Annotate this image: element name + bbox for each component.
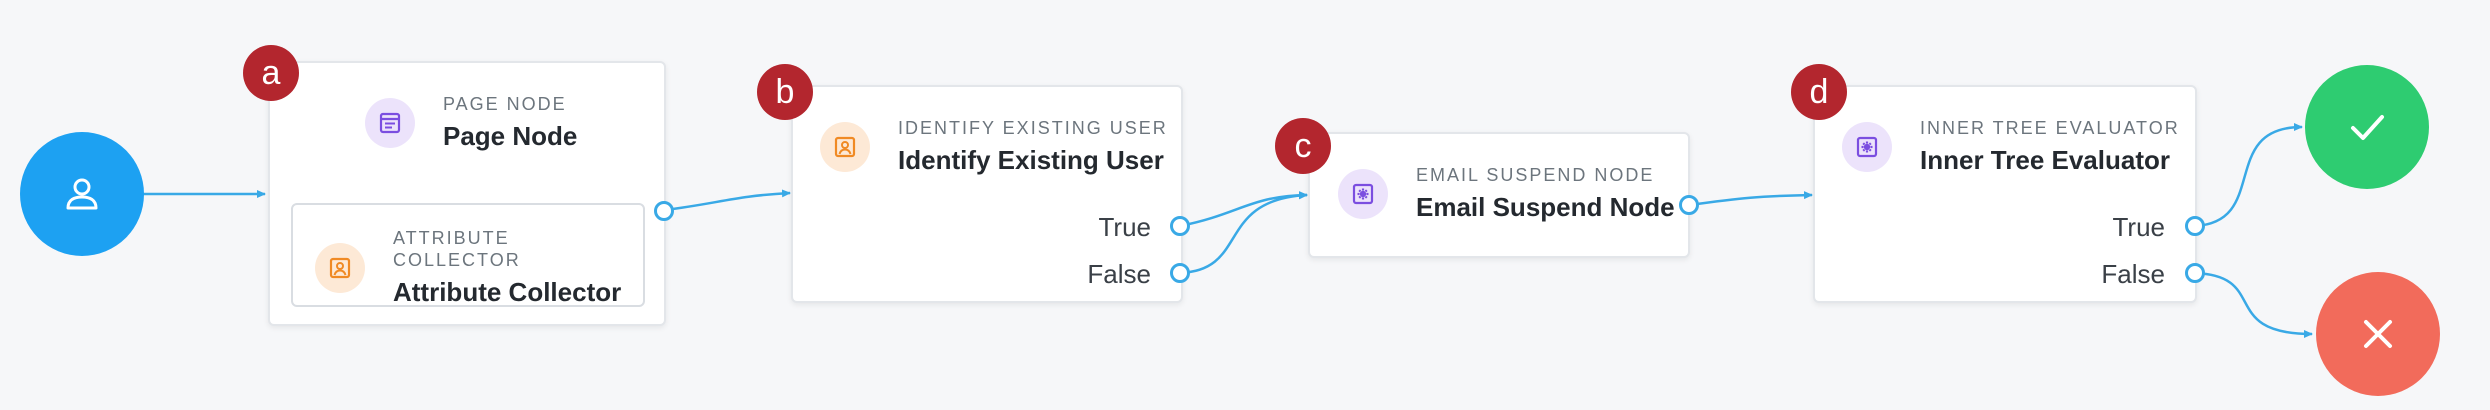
node-name: Attribute Collector (393, 277, 622, 307)
success-node[interactable] (2305, 65, 2429, 189)
node-type-label: ATTRIBUTE COLLECTOR (393, 228, 521, 270)
inner-tree-false-port[interactable] (2185, 263, 2205, 283)
node-name: Inner Tree Evaluator (1920, 145, 2170, 175)
user-icon (66, 178, 98, 210)
badge-b: b (757, 64, 813, 120)
start-node[interactable] (20, 132, 144, 256)
badge-d: d (1791, 64, 1847, 120)
inner-tree-true-port[interactable] (2185, 216, 2205, 236)
failure-node[interactable] (2316, 272, 2440, 396)
checkmark-icon (2351, 115, 2384, 140)
outcome-false-label: False (1087, 259, 1151, 289)
inner-tree-evaluator-node[interactable]: INNER TREE EVALUATOR Inner Tree Evaluato… (1813, 85, 2197, 303)
page-node[interactable]: PAGE NODE Page Node ATTRIBUTE COLLECTOR … (268, 61, 666, 326)
contact-card-icon (820, 122, 870, 172)
email-suspend-node[interactable]: EMAIL SUSPEND NODE Email Suspend Node (1308, 132, 1690, 258)
node-type-label: PAGE NODE (443, 94, 567, 114)
wire-inner-true-to-success (2194, 123, 2303, 228)
outcome-true-label: True (2112, 212, 2166, 242)
node-name: Identify Existing User (898, 145, 1164, 175)
badge-c: c (1275, 118, 1331, 174)
node-type-label: INNER TREE EVALUATOR (1920, 118, 2180, 138)
wire-email-to-inner (1689, 191, 1813, 207)
badge-a: a (243, 45, 299, 101)
wire-identify-false-to-email (1179, 191, 1308, 275)
outcome-true-label: True (1098, 212, 1152, 242)
node-name: Email Suspend Node (1416, 192, 1675, 222)
identify-existing-user-node[interactable]: IDENTIFY EXISTING USER Identify Existing… (791, 85, 1183, 303)
attribute-collector-card[interactable]: ATTRIBUTE COLLECTOR Attribute Collector (291, 203, 645, 307)
x-icon (2364, 320, 2392, 348)
identify-false-port[interactable] (1170, 263, 1190, 283)
node-type-label: IDENTIFY EXISTING USER (898, 118, 1168, 138)
page-node-output-port[interactable] (654, 201, 674, 221)
node-type-label: EMAIL SUSPEND NODE (1416, 165, 1655, 185)
gear-icon (1338, 169, 1388, 219)
gear-icon (1842, 122, 1892, 172)
identify-true-port[interactable] (1170, 216, 1190, 236)
email-suspend-output-port[interactable] (1679, 195, 1699, 215)
outcome-false-label: False (2101, 259, 2165, 289)
page-icon (365, 98, 415, 148)
contact-card-icon (315, 243, 365, 293)
wire-inner-false-to-failure (2194, 271, 2313, 338)
wire-page-to-identify (664, 189, 791, 212)
node-name: Page Node (443, 121, 578, 151)
